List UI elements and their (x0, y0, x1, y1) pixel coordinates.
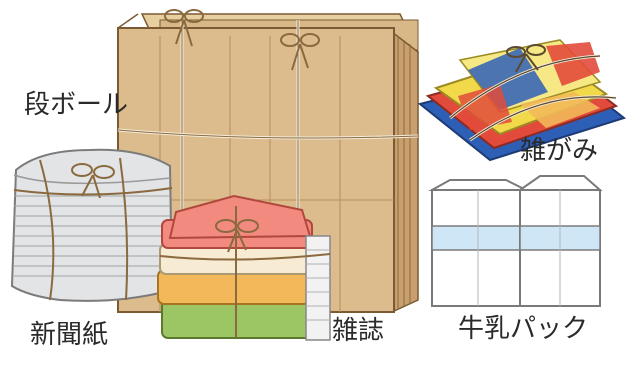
label-magazine: 雑誌 (332, 316, 385, 346)
magazine-bundle (157, 194, 331, 341)
label-mixed-paper: 雑がみ (520, 136, 599, 166)
milk-cartons (428, 175, 603, 307)
newspaper-bundle (10, 148, 174, 302)
mixed-paper-bundle (417, 39, 627, 162)
label-cardboard: 段ボール (24, 90, 129, 120)
label-newspaper: 新聞紙 (30, 320, 109, 350)
label-milk-carton: 牛乳パック (458, 314, 589, 344)
